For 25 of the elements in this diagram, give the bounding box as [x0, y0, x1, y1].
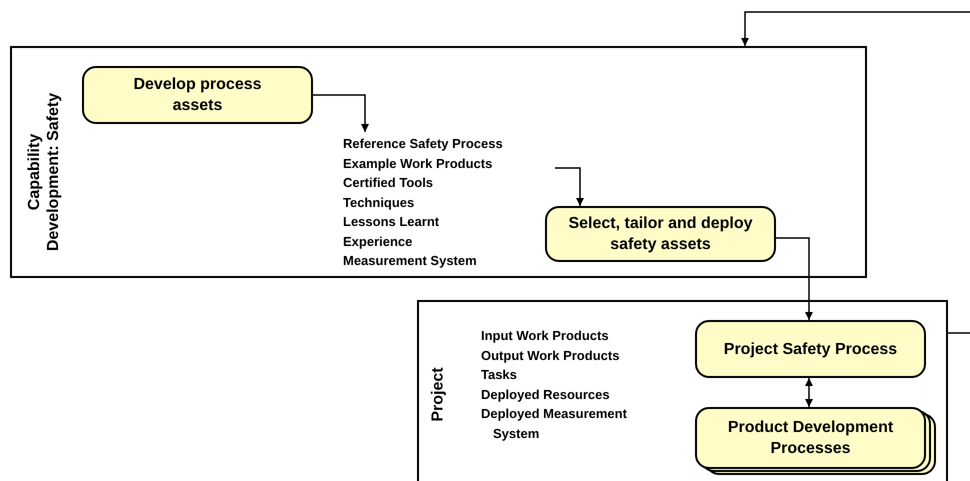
list-item: Input Work Products [481, 327, 610, 345]
swimlane-title: Project [428, 366, 448, 424]
list-item: Output Work Products [481, 346, 620, 365]
process-box: Project Safety Process [695, 320, 926, 378]
connector-line [948, 332, 970, 334]
swimlane-box [417, 300, 948, 481]
list-item: Deployed Measurement System [481, 405, 628, 443]
swimlane-title: Capability Development: Safety [25, 91, 63, 253]
list-item: Techniques [343, 194, 416, 212]
arrow [313, 94, 369, 132]
list-item: Experience [343, 232, 414, 251]
list-item: Lessons Learnt [343, 213, 440, 231]
arrow [776, 237, 813, 320]
list-item: Reference Safety Process [343, 135, 504, 153]
arrow [805, 378, 813, 407]
process-box: Develop process assets [82, 66, 313, 124]
list-item: Tasks [481, 366, 518, 384]
feedback-arrow [741, 11, 970, 46]
process-box: Select, tailor and deploy safety assets [545, 206, 776, 262]
arrow [555, 167, 584, 206]
swimlane-box [10, 46, 867, 278]
list-item: Measurement System [343, 252, 478, 270]
list-item: Deployed Resources [481, 386, 611, 404]
list-item: Example Work Products [343, 154, 494, 173]
list-item: Certified Tools [343, 174, 434, 192]
